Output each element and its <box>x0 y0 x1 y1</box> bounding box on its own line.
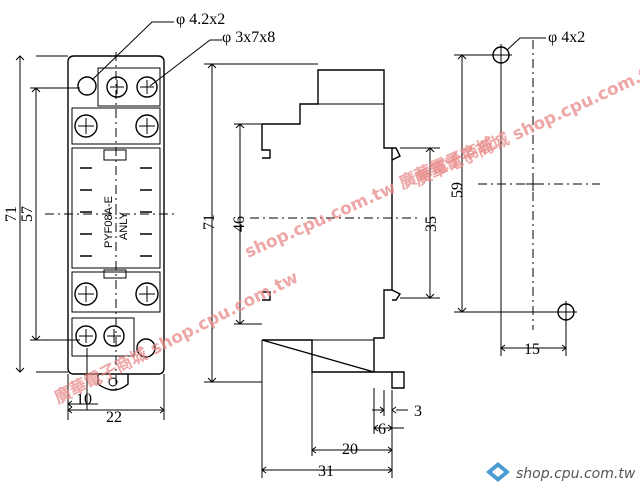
front-view: PYF08A-E ANLY φ 4.2x2 φ 3x7x8 71 <box>3 11 275 426</box>
front-terminal-note: φ 3x7x8 <box>222 29 275 46</box>
dim-57: 57 <box>19 206 36 222</box>
dim-71-side: 71 <box>201 214 218 230</box>
hole-note-leader <box>91 21 174 81</box>
brand-text: shop.cpu.com.tw <box>516 466 636 482</box>
din-clip-top <box>391 147 401 161</box>
bottom-screw-terminals <box>75 325 125 347</box>
dim-31-line <box>261 340 393 478</box>
dim-3: 3 <box>414 403 422 420</box>
dim-71-side-line <box>204 63 318 383</box>
mounting-hole-view: φ 4x2 59 15 <box>449 29 600 358</box>
dim-46: 46 <box>231 216 248 232</box>
top-screw-terminals <box>106 76 158 98</box>
terminal-cover-lines <box>312 103 384 341</box>
watermark: 廣華電子商城 shop.cpu.com.tw shop.cpu.com.tw 廣… <box>51 57 640 482</box>
terminal-note-leader <box>149 39 222 87</box>
side-rail-step-top <box>261 124 271 159</box>
socket-body-outline <box>67 55 165 375</box>
top-terminal-block <box>97 67 161 107</box>
dim-31: 31 <box>318 463 334 480</box>
dim-57-line <box>30 87 80 341</box>
part-marking-1: PYF08A-E <box>103 196 115 248</box>
side-rail-step-bottom <box>262 291 271 301</box>
lower-screw-terminals <box>74 282 159 306</box>
dim-46-line <box>234 123 262 325</box>
watermark-diagonal-3: 廣華電子商城 shop.cpu.com.tw <box>411 57 640 191</box>
part-marking-2: ANLY <box>118 211 130 240</box>
pin-slots <box>80 167 152 257</box>
dim-15-line <box>500 63 567 356</box>
dim-15: 15 <box>524 341 540 358</box>
side-view: 71 46 35 3 6 20 31 <box>201 63 440 480</box>
bottom-mounting-hole <box>136 338 156 358</box>
din-clip-bottom <box>391 289 402 301</box>
dim-35: 35 <box>423 216 440 232</box>
dim-3-line <box>372 390 408 416</box>
dim-20-line <box>311 372 393 456</box>
mount-hole-note: φ 4x2 <box>548 29 585 46</box>
upper-terminal-row <box>71 107 161 145</box>
watermark-diagonal-1: 廣華電子商城 shop.cpu.com.tw <box>51 267 302 409</box>
dim-22: 22 <box>106 409 122 426</box>
brand-logo-icon <box>486 462 510 482</box>
dim-59: 59 <box>449 182 466 198</box>
dim-22-line <box>67 374 165 420</box>
dim-35-line <box>400 147 440 299</box>
dim-20: 20 <box>342 441 358 458</box>
front-hole-note: φ 4.2x2 <box>176 11 225 28</box>
dim-10: 10 <box>76 391 92 408</box>
release-clip <box>97 374 129 391</box>
dim-71-front: 71 <box>3 206 20 222</box>
dim-6-line <box>373 388 404 434</box>
top-mounting-hole <box>77 76 97 96</box>
dim-59-line <box>454 54 558 313</box>
dim-71-front-line <box>15 55 68 373</box>
upper-screw-terminals <box>74 114 159 138</box>
dim-6: 6 <box>378 421 386 438</box>
mount-hole-note-leader <box>506 37 546 51</box>
bottom-terminal-block <box>71 317 135 357</box>
